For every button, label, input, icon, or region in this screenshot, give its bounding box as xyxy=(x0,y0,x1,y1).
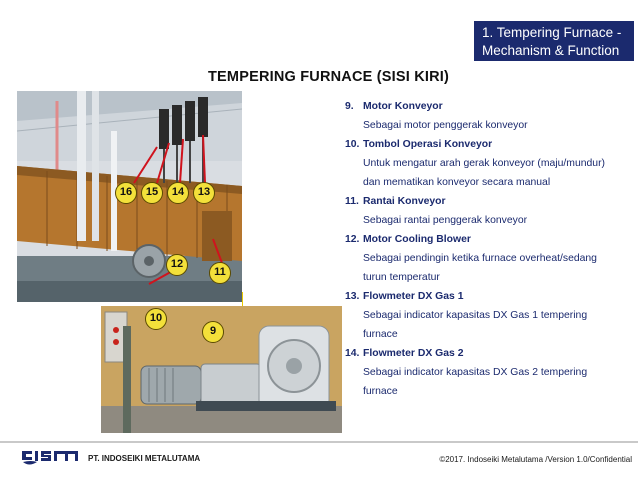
item-title: Flowmeter DX Gas 2 xyxy=(363,348,464,359)
item-number: 9. xyxy=(345,101,354,112)
component-list: 9. Motor Konveyor Sebagai motor penggera… xyxy=(345,97,635,401)
item-title: Flowmeter DX Gas 1 xyxy=(363,291,464,302)
footer-divider xyxy=(0,441,638,443)
motor-photo: 10 9 xyxy=(101,306,342,433)
list-item: 10. Tombol Operasi Konveyor Untuk mengat… xyxy=(345,135,635,192)
footer-company-name: PT. INDOSEIKI METALUTAMA xyxy=(88,454,201,463)
list-item: 14. Flowmeter DX Gas 2 Sebagai indicator… xyxy=(345,344,635,401)
section-badge-line2: Mechanism & Function xyxy=(482,43,620,58)
marker-12: 12 xyxy=(166,254,188,276)
item-title: Rantai Konveyor xyxy=(363,196,446,207)
item-number: 13. xyxy=(345,291,360,302)
item-number: 11. xyxy=(345,196,359,207)
marker-13: 13 xyxy=(193,182,215,204)
item-number: 12. xyxy=(345,234,360,245)
list-item: 11. Rantai Konveyor Sebagai rantai pengg… xyxy=(345,192,635,230)
item-number: 14. xyxy=(345,348,360,359)
item-title: Motor Cooling Blower xyxy=(363,234,471,245)
item-description: Sebagai indicator kapasitas DX Gas 1 tem… xyxy=(363,310,588,321)
section-badge: 1. Tempering Furnace - Mechanism & Funct… xyxy=(474,21,634,61)
section-badge-line1: 1. Tempering Furnace - xyxy=(482,25,622,40)
item-title: Motor Konveyor xyxy=(363,101,443,112)
item-description: Sebagai pendingin ketika furnace overhea… xyxy=(363,253,597,264)
marker-14: 14 xyxy=(167,182,189,204)
marker-11: 11 xyxy=(209,262,231,284)
item-description: furnace xyxy=(363,329,398,340)
item-description: turun temperatur xyxy=(363,272,440,283)
item-description: dan mematikan konveyor secara manual xyxy=(363,177,551,188)
marker-16: 16 xyxy=(115,182,137,204)
footer-copyright: ©2017. Indoseiki Metalutama /Version 1.0… xyxy=(439,455,632,464)
item-description: Sebagai motor penggerak konveyor xyxy=(363,120,528,131)
item-title: Tombol Operasi Konveyor xyxy=(363,139,493,150)
page-title: TEMPERING FURNACE (SISI KIRI) xyxy=(208,69,450,85)
list-item: 12. Motor Cooling Blower Sebagai pending… xyxy=(345,230,635,287)
item-number: 10. xyxy=(345,139,360,150)
item-description: Sebagai rantai penggerak konveyor xyxy=(363,215,528,226)
item-description: Untuk mengatur arah gerak konveyor (maju… xyxy=(363,158,605,169)
list-item: 13. Flowmeter DX Gas 1 Sebagai indicator… xyxy=(345,287,635,344)
marker-15: 15 xyxy=(141,182,163,204)
list-item: 9. Motor Konveyor Sebagai motor penggera… xyxy=(345,97,635,135)
item-description: Sebagai indicator kapasitas DX Gas 2 tem… xyxy=(363,367,588,378)
furnace-photo: 16 15 14 13 12 11 xyxy=(17,91,242,302)
marker-10: 10 xyxy=(145,308,167,330)
item-description: furnace xyxy=(363,386,398,397)
marker-9: 9 xyxy=(202,321,224,343)
company-logo-icon xyxy=(22,451,78,465)
